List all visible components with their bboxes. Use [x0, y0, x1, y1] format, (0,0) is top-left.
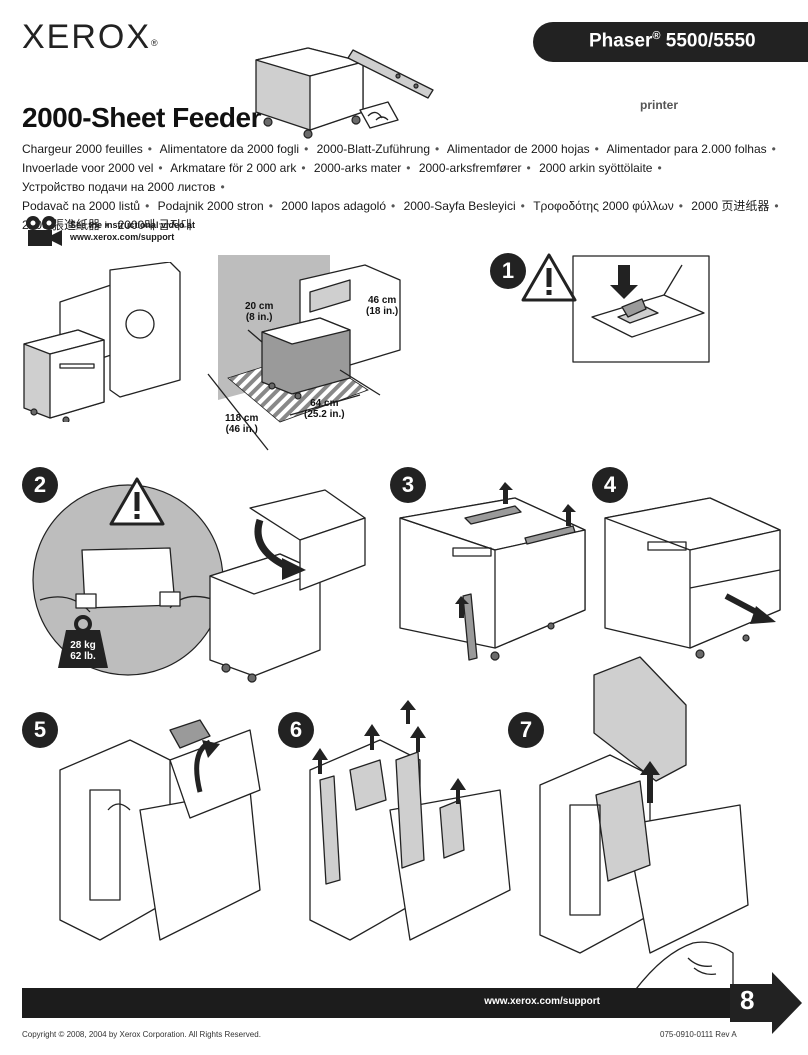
step-7-badge: 7: [508, 712, 544, 748]
bullet-separator: •: [771, 142, 776, 156]
step-3-badge: 3: [390, 467, 426, 503]
step-1-badge: 1: [490, 253, 526, 289]
translation-item: 2000 張進紙器: [22, 218, 101, 232]
lifting-illustration: [32, 484, 366, 683]
bullet-separator: •: [406, 161, 411, 175]
copyright: Copyright © 2008, 2004 by Xerox Corporat…: [22, 1030, 261, 1039]
remove-insert-illustration: [59, 719, 261, 941]
weight-lb: 62 lb.: [70, 651, 96, 662]
translation-item: Устройство подачи на 2000 листов: [22, 180, 216, 194]
translation-item: Alimentador de 2000 hojas: [446, 142, 590, 156]
translation-item: Podavač na 2000 listů: [22, 199, 141, 213]
bullet-separator: •: [304, 142, 309, 156]
dimension-value: (8 in.): [245, 312, 273, 323]
hand-turn-page-icon: [632, 941, 734, 994]
model-name: Phaser: [589, 30, 653, 52]
bullet-separator: •: [220, 180, 225, 194]
translation-item: Alimentador para 2.000 folhas: [606, 142, 767, 156]
model-banner: Phaser® 5500/5550: [533, 22, 808, 62]
remove-packing-illustration: [309, 700, 511, 941]
weight-icon: [58, 615, 108, 668]
remove-tape-illustration: [399, 482, 586, 661]
dimension-value: 46 cm: [367, 295, 397, 306]
translation-item: Τροφοδότης 2000 φύλλων: [533, 199, 674, 213]
feeder-overview-illustration: [23, 262, 181, 422]
dimension-value: 64 cm: [310, 398, 339, 409]
translation-item: Invoerlade voor 2000 vel: [22, 161, 154, 175]
next-page-number: 8: [740, 985, 755, 1015]
bullet-separator: •: [158, 161, 163, 175]
dimension-value: 118 cm: [225, 413, 259, 424]
open-tray-illustration: [604, 497, 781, 659]
page-title: 2000-Sheet Feeder: [22, 102, 261, 133]
dimension-value: 20 cm: [245, 301, 274, 312]
translation-item: 2000-arks mater: [313, 161, 402, 175]
step-2-badge: 2: [22, 467, 58, 503]
translation-item: 2000 页进纸器: [691, 199, 770, 213]
dimension-value: (25.2 in.): [304, 409, 345, 420]
dimension-left-clearance: 20 cm(8 in.): [245, 301, 273, 323]
video-note: See the instructional video at www.xerox…: [22, 215, 262, 249]
bullet-separator: •: [147, 142, 152, 156]
dimension-value: (18 in.): [366, 306, 399, 317]
bullet-separator: •: [520, 199, 525, 213]
power-switch-illustration: [572, 255, 710, 363]
warning-icon: [521, 253, 577, 302]
clearance-diagram: [207, 255, 401, 451]
brand-mark: ®: [151, 38, 160, 48]
model-subtitle: printer: [640, 98, 679, 112]
bullet-separator: •: [391, 199, 396, 213]
dimension-depth: 118 cm(46 in.): [225, 413, 258, 435]
weight-kg: 28 kg: [70, 640, 96, 651]
model-mark: ®: [652, 30, 661, 42]
translation-item: Podajnik 2000 stron: [157, 199, 264, 213]
film-camera-icon: [26, 216, 62, 246]
bullet-separator: •: [268, 199, 273, 213]
translation-item: Chargeur 2000 feuilles: [22, 142, 143, 156]
translation-item: 2000 arkin syöttölaite: [539, 161, 653, 175]
step-4-badge: 4: [592, 467, 628, 503]
warning-icon: [109, 477, 165, 526]
brand-text: XEROX: [22, 18, 152, 56]
step-5-badge: 5: [22, 712, 58, 748]
xerox-logo: XEROX®: [22, 18, 160, 57]
remove-spacer-illustration: [539, 656, 749, 954]
model-number: 5500/5550: [660, 30, 756, 52]
document-number: 075-0910-0111 Rev A: [660, 1030, 737, 1039]
translation-item: Alimentatore da 2000 fogli: [159, 142, 300, 156]
video-text: See the instructional video at www.xerox…: [70, 219, 195, 243]
translation-item: Arkmatare för 2 000 ark: [170, 161, 297, 175]
bullet-separator: •: [301, 161, 306, 175]
bullet-separator: •: [657, 161, 662, 175]
bullet-separator: •: [678, 199, 683, 213]
video-link[interactable]: www.xerox.com/support: [70, 232, 175, 242]
translations-list: Chargeur 2000 feuilles • Alimentatore da …: [22, 140, 802, 235]
translation-item: 2000 lapos adagoló: [281, 199, 387, 213]
video-line-1: See the instructional video at: [70, 220, 196, 230]
dimension-value: (46 in.): [225, 424, 258, 435]
translation-item: 2000-Sayfa Besleyici: [403, 199, 516, 213]
bullet-separator: •: [435, 142, 440, 156]
dimension-right-clearance: 46 cm(18 in.): [366, 295, 398, 317]
product-illustration: [255, 47, 434, 139]
bullet-separator: •: [774, 199, 779, 213]
footer-bar: [22, 988, 730, 1018]
bullet-separator: •: [105, 218, 110, 232]
bullet-separator: •: [594, 142, 599, 156]
next-page-arrow[interactable]: [728, 970, 804, 1036]
dimension-width: 64 cm(25.2 in.): [304, 398, 345, 420]
footer-support-link[interactable]: www.xerox.com/support: [484, 996, 600, 1007]
translation-item: 2000-Blatt-Zuführung: [316, 142, 431, 156]
step-6-badge: 6: [278, 712, 314, 748]
bullet-separator: •: [145, 199, 150, 213]
translation-item: 2000-arksfremfører: [418, 161, 522, 175]
bullet-separator: •: [526, 161, 531, 175]
translation-item: 2000매 급지대: [117, 218, 192, 232]
